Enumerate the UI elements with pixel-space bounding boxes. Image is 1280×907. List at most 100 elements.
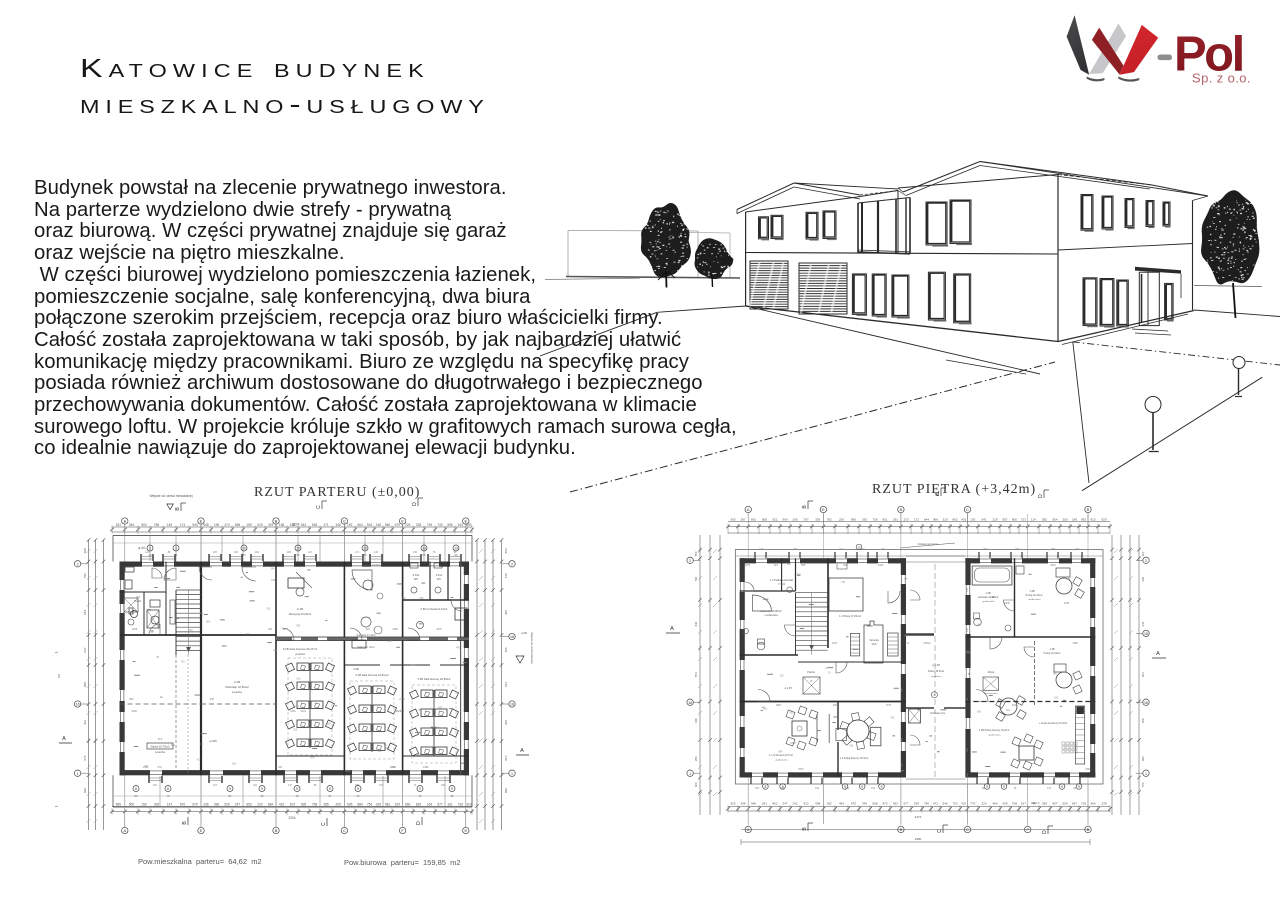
svg-text:940: 940 [192, 523, 198, 527]
svg-text:9: 9 [1061, 785, 1063, 789]
svg-text:598: 598 [872, 801, 877, 805]
svg-text:99: 99 [451, 794, 454, 798]
svg-text:464: 464 [839, 801, 844, 805]
svg-text:397: 397 [741, 517, 746, 521]
svg-text:354: 354 [504, 647, 508, 652]
svg-text:696: 696 [447, 523, 453, 527]
svg-text:80: 80 [168, 552, 171, 554]
svg-text:1.1 Pokoj 17,84m2: 1.1 Pokoj 17,84m2 [839, 614, 861, 618]
svg-text:365: 365 [730, 517, 735, 521]
svg-text:0.1B: 0.1B [297, 607, 303, 611]
svg-text:807: 807 [1052, 801, 1057, 805]
svg-text:570: 570 [1141, 782, 1145, 787]
svg-text:636: 636 [210, 698, 215, 701]
svg-text:138: 138 [279, 523, 285, 527]
svg-text:662: 662 [893, 801, 898, 805]
svg-text:54: 54 [455, 553, 458, 557]
svg-text:241: 241 [890, 718, 895, 720]
svg-text:800: 800 [206, 622, 211, 624]
svg-text:A: A [747, 507, 750, 512]
svg-text:8: 8 [167, 787, 169, 791]
svg-text:441: 441 [456, 647, 461, 649]
svg-text:A: A [123, 828, 126, 833]
svg-text:0.11b: 0.11b [436, 573, 443, 577]
svg-text:Veranda: Veranda [869, 639, 879, 642]
svg-text:D: D [1038, 494, 1044, 498]
svg-text:660: 660 [405, 802, 411, 806]
svg-text:644: 644 [83, 610, 87, 615]
svg-text:630: 630 [232, 764, 237, 766]
svg-text:7,3m2: 7,3m2 [778, 583, 786, 586]
svg-text:83: 83 [243, 553, 246, 557]
svg-text:793: 793 [694, 576, 698, 581]
svg-text:13: 13 [422, 547, 426, 551]
svg-text:220: 220 [257, 802, 263, 806]
svg-text:708: 708 [163, 578, 168, 580]
svg-text:149: 149 [167, 523, 173, 527]
svg-text:861: 861 [1006, 710, 1011, 712]
svg-text:0.1B Sala biurowa 36,47m2: 0.1B Sala biurowa 36,47m2 [283, 647, 318, 651]
svg-text:336: 336 [815, 517, 820, 521]
svg-text:WC: WC [414, 577, 418, 581]
svg-text:912: 912 [803, 801, 808, 805]
svg-text:347,3: 347,3 [1032, 801, 1040, 805]
svg-text:280: 280 [694, 756, 698, 761]
svg-text:posadzka: posadzka [155, 751, 166, 754]
svg-text:3: 3 [175, 547, 177, 551]
svg-text:Wejscie do czesci biurowej: Wejscie do czesci biurowej [530, 633, 534, 664]
svg-text:748: 748 [1031, 801, 1036, 805]
svg-text:196: 196 [214, 523, 220, 527]
svg-text:739: 739 [841, 582, 846, 584]
svg-text:256: 256 [271, 580, 276, 582]
svg-text:D: D [1042, 830, 1048, 834]
svg-text:745: 745 [427, 523, 433, 527]
svg-text:Wiatrolap 10,59m2: Wiatrolap 10,59m2 [225, 685, 249, 689]
svg-text:384: 384 [438, 696, 443, 698]
svg-text:2468: 2468 [833, 704, 839, 707]
svg-text:13: 13 [454, 547, 458, 551]
svg-text:18: 18 [296, 794, 299, 798]
svg-text:349: 349 [271, 569, 276, 571]
svg-text:170: 170 [1047, 788, 1052, 790]
svg-text:2612: 2612 [1050, 564, 1056, 567]
svg-text:998: 998 [815, 801, 820, 805]
svg-text:114: 114 [1031, 517, 1036, 521]
svg-text:q.44.: q.44. [138, 546, 146, 550]
svg-text:1: 1 [77, 772, 79, 776]
svg-text:284: 284 [504, 720, 508, 725]
svg-text:898: 898 [504, 788, 508, 793]
svg-text:Pokoj 13,04m2: Pokoj 13,04m2 [1044, 652, 1061, 655]
svg-text:147: 147 [167, 802, 173, 806]
svg-text:2204: 2204 [288, 816, 295, 820]
svg-text:717: 717 [905, 642, 910, 645]
svg-text:D: D [416, 821, 422, 825]
svg-text:0.8b Kuchenka 9,44m2: 0.8b Kuchenka 9,44m2 [421, 607, 448, 611]
svg-text:292: 292 [376, 802, 382, 806]
svg-text:307: 307 [1141, 551, 1145, 556]
svg-text:q.035: q.035 [209, 739, 217, 743]
svg-text:447: 447 [278, 766, 283, 769]
svg-text:708: 708 [1012, 801, 1017, 805]
svg-text:319: 319 [942, 517, 947, 521]
svg-text:907: 907 [438, 708, 443, 710]
svg-text:16: 16 [1144, 632, 1148, 636]
svg-text:957: 957 [1002, 517, 1007, 521]
svg-text:50: 50 [297, 553, 300, 557]
svg-text:1618: 1618 [790, 742, 796, 745]
svg-text:635: 635 [1141, 621, 1145, 626]
svg-text:554: 554 [694, 672, 698, 677]
svg-text:2: 2 [511, 563, 513, 567]
svg-text:186: 186 [1072, 517, 1077, 521]
svg-text:756: 756 [872, 517, 877, 521]
svg-text:431: 431 [116, 523, 122, 527]
svg-text:733: 733 [458, 802, 464, 806]
svg-text:472: 472 [933, 801, 938, 805]
svg-text:766: 766 [154, 523, 160, 527]
svg-text:644: 644 [924, 517, 929, 521]
svg-text:851: 851 [882, 517, 887, 521]
svg-text:215: 215 [793, 549, 798, 551]
svg-text:979: 979 [192, 802, 198, 806]
svg-text:+podlasowka: +podlasowka [775, 760, 789, 762]
svg-text:C: C [966, 507, 969, 512]
svg-text:93: 93 [882, 549, 885, 551]
